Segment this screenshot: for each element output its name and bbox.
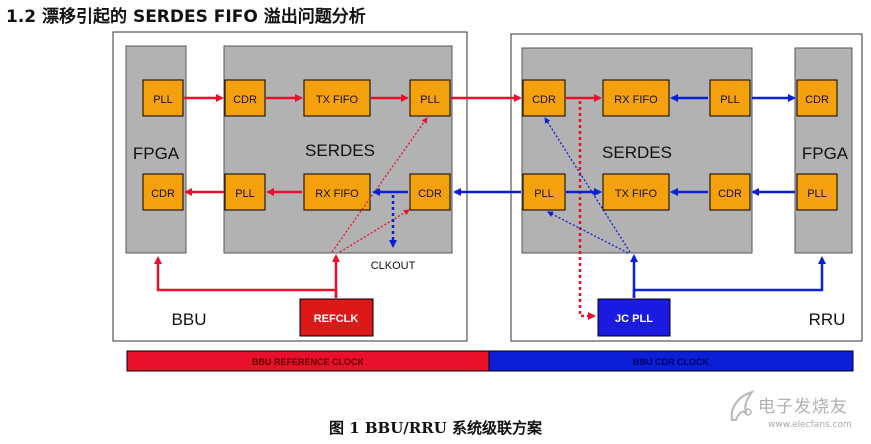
dotted-refclk-to-cdr-bottom [339,209,410,253]
svg-text:JC PLL: JC PLL [615,313,653,325]
watermark: 电子发烧友 www.elecfans.com [728,390,868,440]
bbu-fpga-label: FPGA [133,144,180,163]
bbu-serdes-label: SERDES [305,141,375,160]
legend-bbu-cdr-clock: BBU CDR CLOCK [488,350,854,372]
rru-fpga-cdr-block: CDR [796,79,838,117]
dotted-jcpll-to-cdr-top [544,117,631,253]
rru-label: RRU [809,310,846,329]
bbu-serdes-pll-bottom-block: PLL [224,173,266,211]
figure-caption: 图 1 BBU/RRU 系统级联方案 [328,419,543,437]
svg-text:TX FIFO: TX FIFO [316,94,359,106]
bbu-serdes-rx-fifo-block: RX FIFO [303,173,371,211]
svg-text:RX FIFO: RX FIFO [315,188,359,200]
svg-text:CDR: CDR [151,188,175,200]
jc-pll-block: JC PLL [597,298,671,337]
page-heading: 1.2 漂移引起的 SERDES FIFO 溢出问题分析 [6,7,366,27]
svg-text:RX FIFO: RX FIFO [614,94,658,106]
svg-text:PLL: PLL [235,188,255,200]
svg-text:REFCLK: REFCLK [314,313,359,325]
rru-serdes-cdr-bottom-block: CDR [709,173,751,211]
svg-text:CDR: CDR [418,188,442,200]
bbu-fpga-cdr-block: CDR [142,173,184,211]
rru-serdes-pll-top-block: PLL [709,79,751,117]
svg-text:BBU CDR CLOCK: BBU CDR CLOCK [633,357,709,367]
svg-text:PLL: PLL [534,188,554,200]
bbu-serdes-pll-top-block: PLL [409,79,451,117]
svg-text:CDR: CDR [532,94,556,106]
refclk-block: REFCLK [299,298,374,337]
rru-serdes-tx-fifo-block: TX FIFO [602,173,670,211]
rru-serdes-cdr-top-block: CDR [522,79,566,117]
rru-serdes-label: SERDES [602,143,672,162]
dotted-refclk-to-pll-top [331,117,428,253]
dotted-jcpll-to-pll-bottom [547,211,629,254]
svg-text:CDR: CDR [233,94,257,106]
bbu-serdes-cdr-top-block: CDR [224,79,266,117]
svg-text:TX FIFO: TX FIFO [615,188,658,200]
svg-text:CDR: CDR [805,94,829,106]
bbu-serdes-cdr-bottom-block: CDR [409,173,451,211]
svg-text:PLL: PLL [420,94,440,106]
bbu-label: BBU [172,310,207,329]
rru-fpga-pll-block: PLL [796,173,838,211]
rru-fpga-label: FPGA [802,144,849,163]
svg-text:PLL: PLL [153,94,173,106]
legend-bbu-reference-clock: BBU REFERENCE CLOCK [126,350,490,372]
svg-text:PLL: PLL [807,188,827,200]
watermark-url: www.elecfans.com [768,420,852,430]
rru-serdes-pll-bottom-block: PLL [522,173,566,211]
dotted-cdr-to-jcpll [578,101,596,320]
watermark-logo-icon [730,390,755,421]
svg-text:PLL: PLL [720,94,740,106]
svg-text:CDR: CDR [718,188,742,200]
rru-serdes-rx-fifo-block: RX FIFO [602,79,670,117]
svg-text:BBU REFERENCE CLOCK: BBU REFERENCE CLOCK [252,357,365,367]
bbu-fpga-pll-block: PLL [142,79,184,117]
clkout-label: CLKOUT [371,260,416,272]
watermark-text: 电子发烧友 [758,397,848,417]
bbu-serdes-tx-fifo-block: TX FIFO [303,79,371,117]
